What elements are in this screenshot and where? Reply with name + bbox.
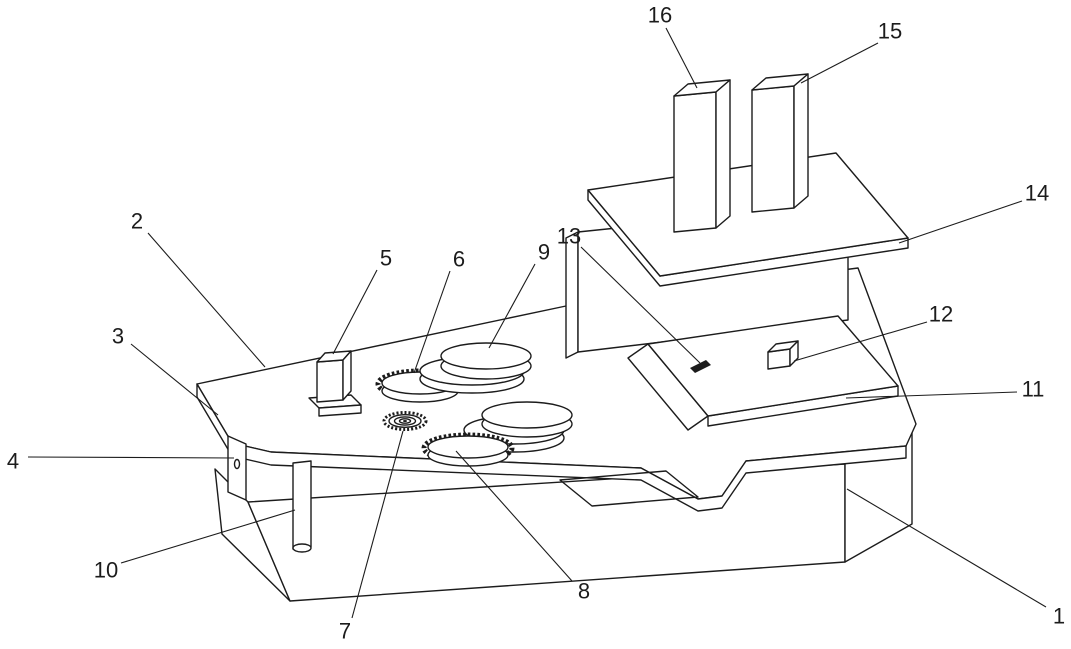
block-post bbox=[308, 350, 362, 417]
leader-line-15 bbox=[800, 42, 879, 84]
callout-label-3: 3 bbox=[112, 324, 124, 349]
post-right-front-face bbox=[751, 85, 795, 213]
callout-label-9: 9 bbox=[538, 240, 550, 265]
post-left bbox=[673, 79, 731, 233]
callout-label-10: 10 bbox=[94, 558, 118, 583]
support-leg bbox=[292, 460, 312, 553]
block-side-face bbox=[342, 350, 352, 401]
post-right bbox=[751, 73, 809, 213]
left-bracket bbox=[227, 435, 247, 501]
leg-body bbox=[292, 460, 312, 550]
post-left-side-face bbox=[715, 79, 731, 229]
leader-line-11 bbox=[845, 391, 1018, 399]
block-flange-band bbox=[318, 404, 362, 417]
bracket-pin-hole bbox=[233, 458, 241, 470]
plate-notch-pocket bbox=[559, 470, 699, 507]
leader-line-10 bbox=[120, 509, 296, 564]
leader-line-4 bbox=[27, 456, 235, 459]
callout-label-2: 2 bbox=[131, 209, 143, 234]
leg-foot bbox=[292, 543, 312, 553]
leader-line-6 bbox=[413, 270, 451, 374]
small-block-side bbox=[789, 340, 799, 367]
leader-line-8 bbox=[455, 450, 573, 582]
callout-label-16: 16 bbox=[648, 3, 672, 28]
slot bbox=[690, 360, 711, 373]
leader-line-2 bbox=[147, 232, 266, 368]
disc-upper-face bbox=[440, 342, 532, 370]
post-left-front-face bbox=[673, 91, 717, 233]
leader-line-3 bbox=[130, 343, 219, 416]
post-right-side-face bbox=[793, 73, 809, 209]
leader-line-7 bbox=[351, 430, 404, 619]
leader-line-9 bbox=[488, 263, 536, 349]
leader-line-12 bbox=[793, 321, 928, 362]
leader-line-13 bbox=[580, 246, 701, 364]
callout-label-12: 12 bbox=[929, 302, 953, 327]
disc-lower-face bbox=[481, 401, 573, 429]
callout-label-11: 11 bbox=[1022, 377, 1045, 402]
small-block bbox=[767, 340, 799, 370]
callout-label-7: 7 bbox=[339, 619, 351, 644]
base-front-face bbox=[247, 463, 846, 602]
block-front-face bbox=[316, 359, 344, 403]
leader-line-5 bbox=[332, 269, 378, 355]
plate-front-edge bbox=[231, 442, 907, 512]
callout-label-13: 13 bbox=[557, 224, 581, 249]
wedge-platform bbox=[627, 315, 899, 431]
gear-lower bbox=[421, 432, 515, 467]
callout-label-8: 8 bbox=[578, 579, 590, 604]
wheel-hub bbox=[403, 420, 407, 422]
callout-label-4: 4 bbox=[7, 449, 19, 474]
disc-stack-upper bbox=[419, 342, 532, 394]
angled-platform bbox=[587, 152, 909, 287]
callout-label-6: 6 bbox=[453, 247, 465, 272]
wall-left-edge bbox=[565, 231, 579, 359]
leader-line-16 bbox=[665, 27, 698, 89]
callout-label-15: 15 bbox=[878, 19, 902, 44]
callout-label-1: 1 bbox=[1053, 604, 1065, 629]
leader-line-14 bbox=[898, 200, 1023, 244]
gear-lower-face bbox=[427, 435, 509, 459]
leader-line-1 bbox=[846, 488, 1047, 608]
callout-label-5: 5 bbox=[380, 246, 392, 271]
callout-label-14: 14 bbox=[1025, 181, 1049, 206]
knurled-wheel bbox=[382, 411, 428, 431]
